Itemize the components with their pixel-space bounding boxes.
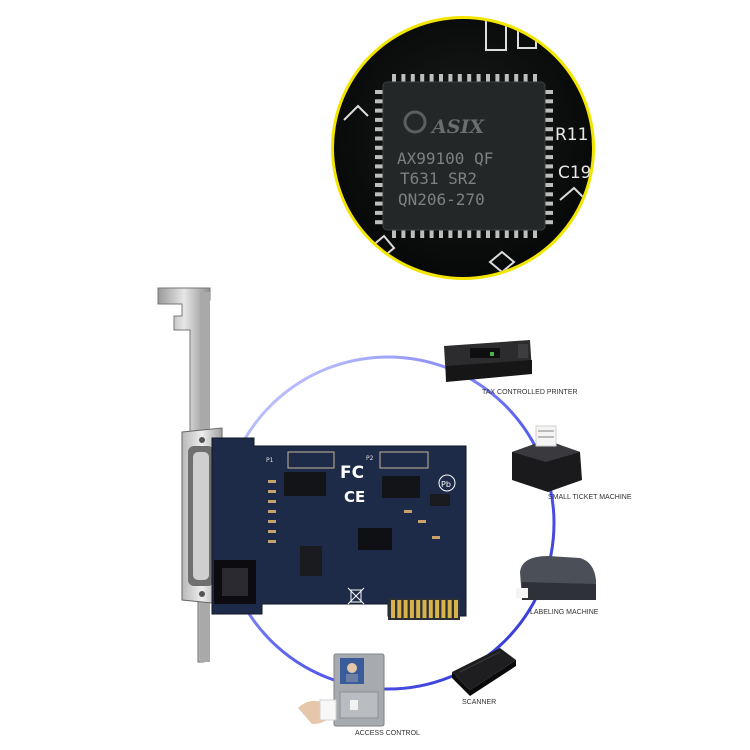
device-label-0: TAX CONTROLLED PRINTER (482, 389, 578, 396)
chip-zoom-view: ASIX AX99100 QF T631 SR2 QN206-270 R11 C… (331, 16, 595, 280)
label-printer-icon (516, 556, 596, 600)
device-label-1: SMALL TICKET MACHINE (548, 494, 632, 501)
fcc-mark: FC (340, 463, 364, 483)
tax-printer-icon (444, 340, 532, 382)
pcie-parallel-card: P1 P2 FC CE Pb (211, 437, 467, 620)
lead-free-mark: Pb (441, 480, 451, 489)
controller-chip: ASIX AX99100 QF T631 SR2 QN206-270 (375, 74, 553, 238)
board-controller-chip (358, 528, 392, 550)
header-label-p1: P1 (266, 457, 274, 464)
ce-mark: CE (344, 488, 365, 506)
chip-brand: ASIX (430, 116, 485, 138)
access-control-icon (298, 653, 385, 727)
chip-marking-line-2: T631 SR2 (400, 169, 477, 188)
chip-marking-line-1: AX99100 QF (397, 149, 493, 168)
header-label-p2: P2 (366, 455, 374, 462)
chip-marking-line-3: QN206-270 (398, 190, 485, 209)
device-label-2: LABELING MACHINE (530, 609, 599, 616)
device-label-3: SCANNER (462, 699, 496, 706)
silk-ref-r: R11 (555, 125, 588, 145)
ticket-machine-icon (512, 425, 582, 492)
scanner-icon (452, 648, 516, 696)
silk-ref-c: C19 (558, 163, 592, 183)
weee-bin-icon (347, 587, 365, 605)
device-label-4: ACCESS CONTROL (355, 730, 420, 737)
